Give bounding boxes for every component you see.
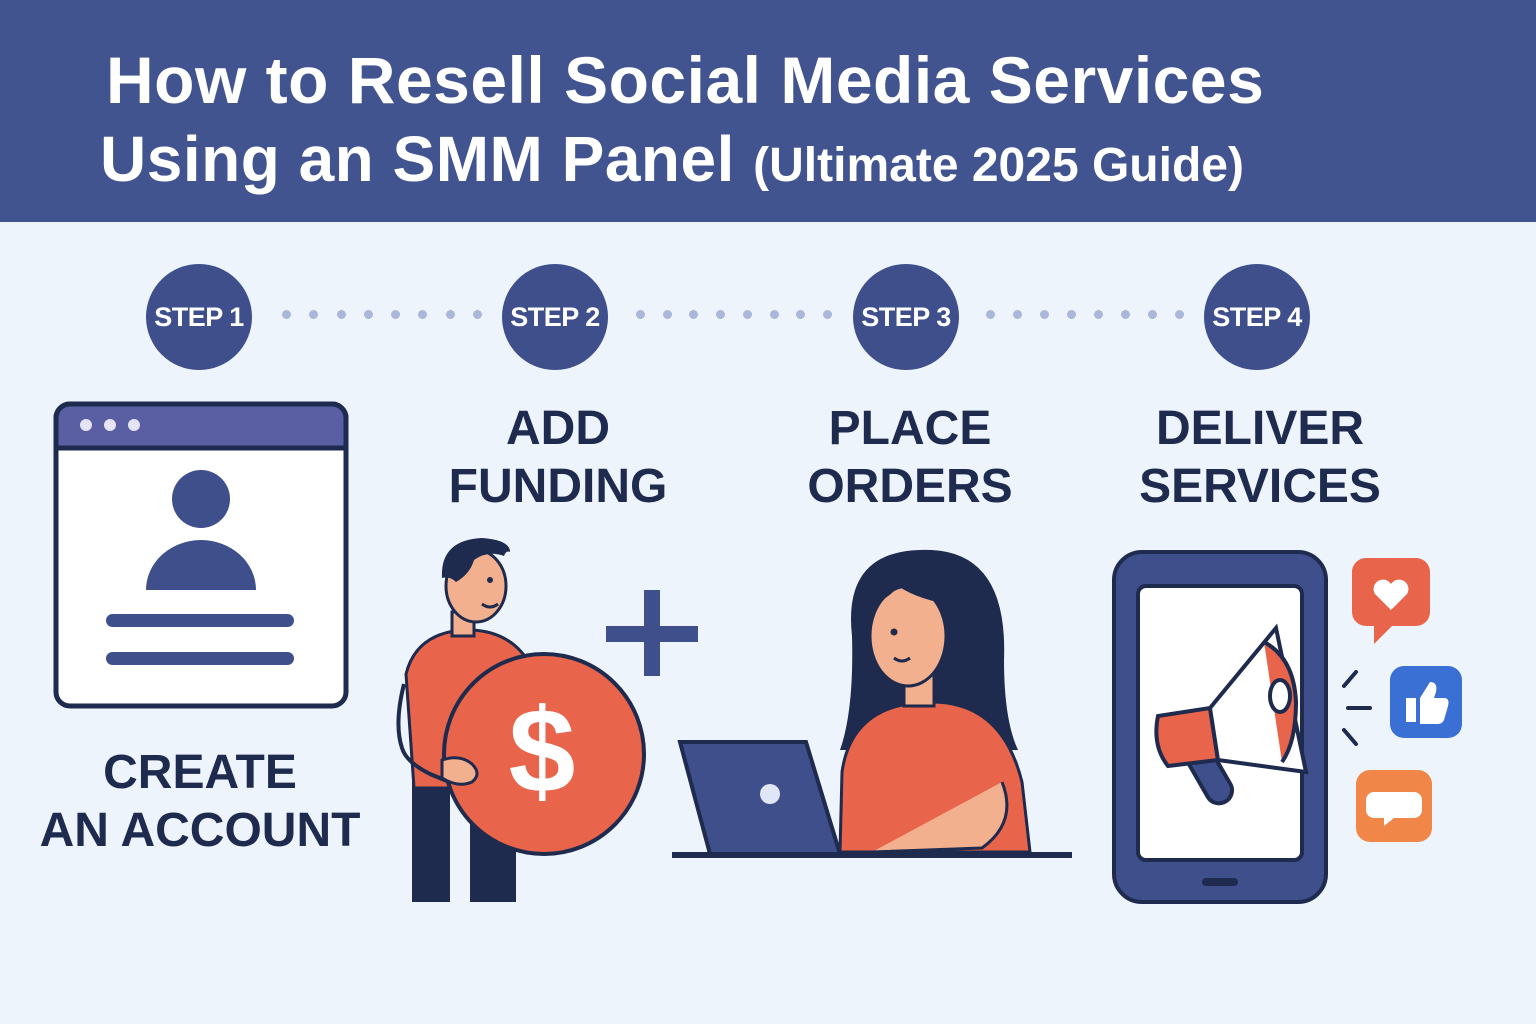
dollar-symbol: $ bbox=[509, 684, 576, 818]
step-1-badge: STEP 1 bbox=[146, 264, 252, 370]
woman-with-laptop-illustration bbox=[672, 549, 1072, 858]
step-2-badge: STEP 2 bbox=[502, 264, 608, 370]
step-3-badge: STEP 3 bbox=[853, 264, 959, 370]
step-4-label: DELIVER SERVICES bbox=[1090, 400, 1430, 516]
sound-lines-icon bbox=[1342, 670, 1372, 746]
step-2-label-line1: ADD bbox=[506, 402, 610, 455]
megaphone-phone-icon bbox=[1112, 550, 1328, 904]
page-title-line2: Using an SMM Panel (Ultimate 2025 Guide) bbox=[100, 122, 1244, 196]
connector-3-4 bbox=[986, 310, 1184, 320]
step-4-label-line1: DELIVER bbox=[1155, 402, 1365, 455]
step-3-label-line2: ORDERS bbox=[807, 460, 1013, 513]
plus-icon bbox=[606, 590, 698, 676]
step-3-label: PLACE ORDERS bbox=[740, 400, 1080, 516]
page-title-line1: How to Resell Social Media Services bbox=[106, 43, 1265, 117]
step-1-label-line2: AN ACCOUNT bbox=[39, 804, 361, 857]
step-3-label-line1: PLACE bbox=[828, 402, 992, 455]
page-title-suffix: (Ultimate 2025 Guide) bbox=[753, 139, 1244, 192]
step-4-badge: STEP 4 bbox=[1204, 264, 1310, 370]
step-2-label-line2: FUNDING bbox=[448, 460, 668, 513]
connector-1-2 bbox=[282, 310, 482, 320]
man-with-coin-illustration: $ bbox=[396, 538, 646, 902]
heart-bubble-icon bbox=[1352, 558, 1430, 644]
chat-bubble-icon bbox=[1356, 770, 1432, 842]
step-2-label: ADD FUNDING bbox=[388, 400, 728, 516]
step-1-label-line1: CREATE bbox=[103, 746, 297, 799]
page-title-line2-main: Using an SMM Panel bbox=[100, 123, 735, 195]
header-banner: How to Resell Social Media Services Usin… bbox=[0, 0, 1536, 222]
thumbs-up-icon bbox=[1390, 666, 1462, 738]
step-4-label-line2: SERVICES bbox=[1139, 460, 1381, 513]
account-window-icon bbox=[53, 401, 349, 709]
connector-2-3 bbox=[636, 310, 832, 320]
step-1-label: CREATE AN ACCOUNT bbox=[20, 744, 380, 860]
